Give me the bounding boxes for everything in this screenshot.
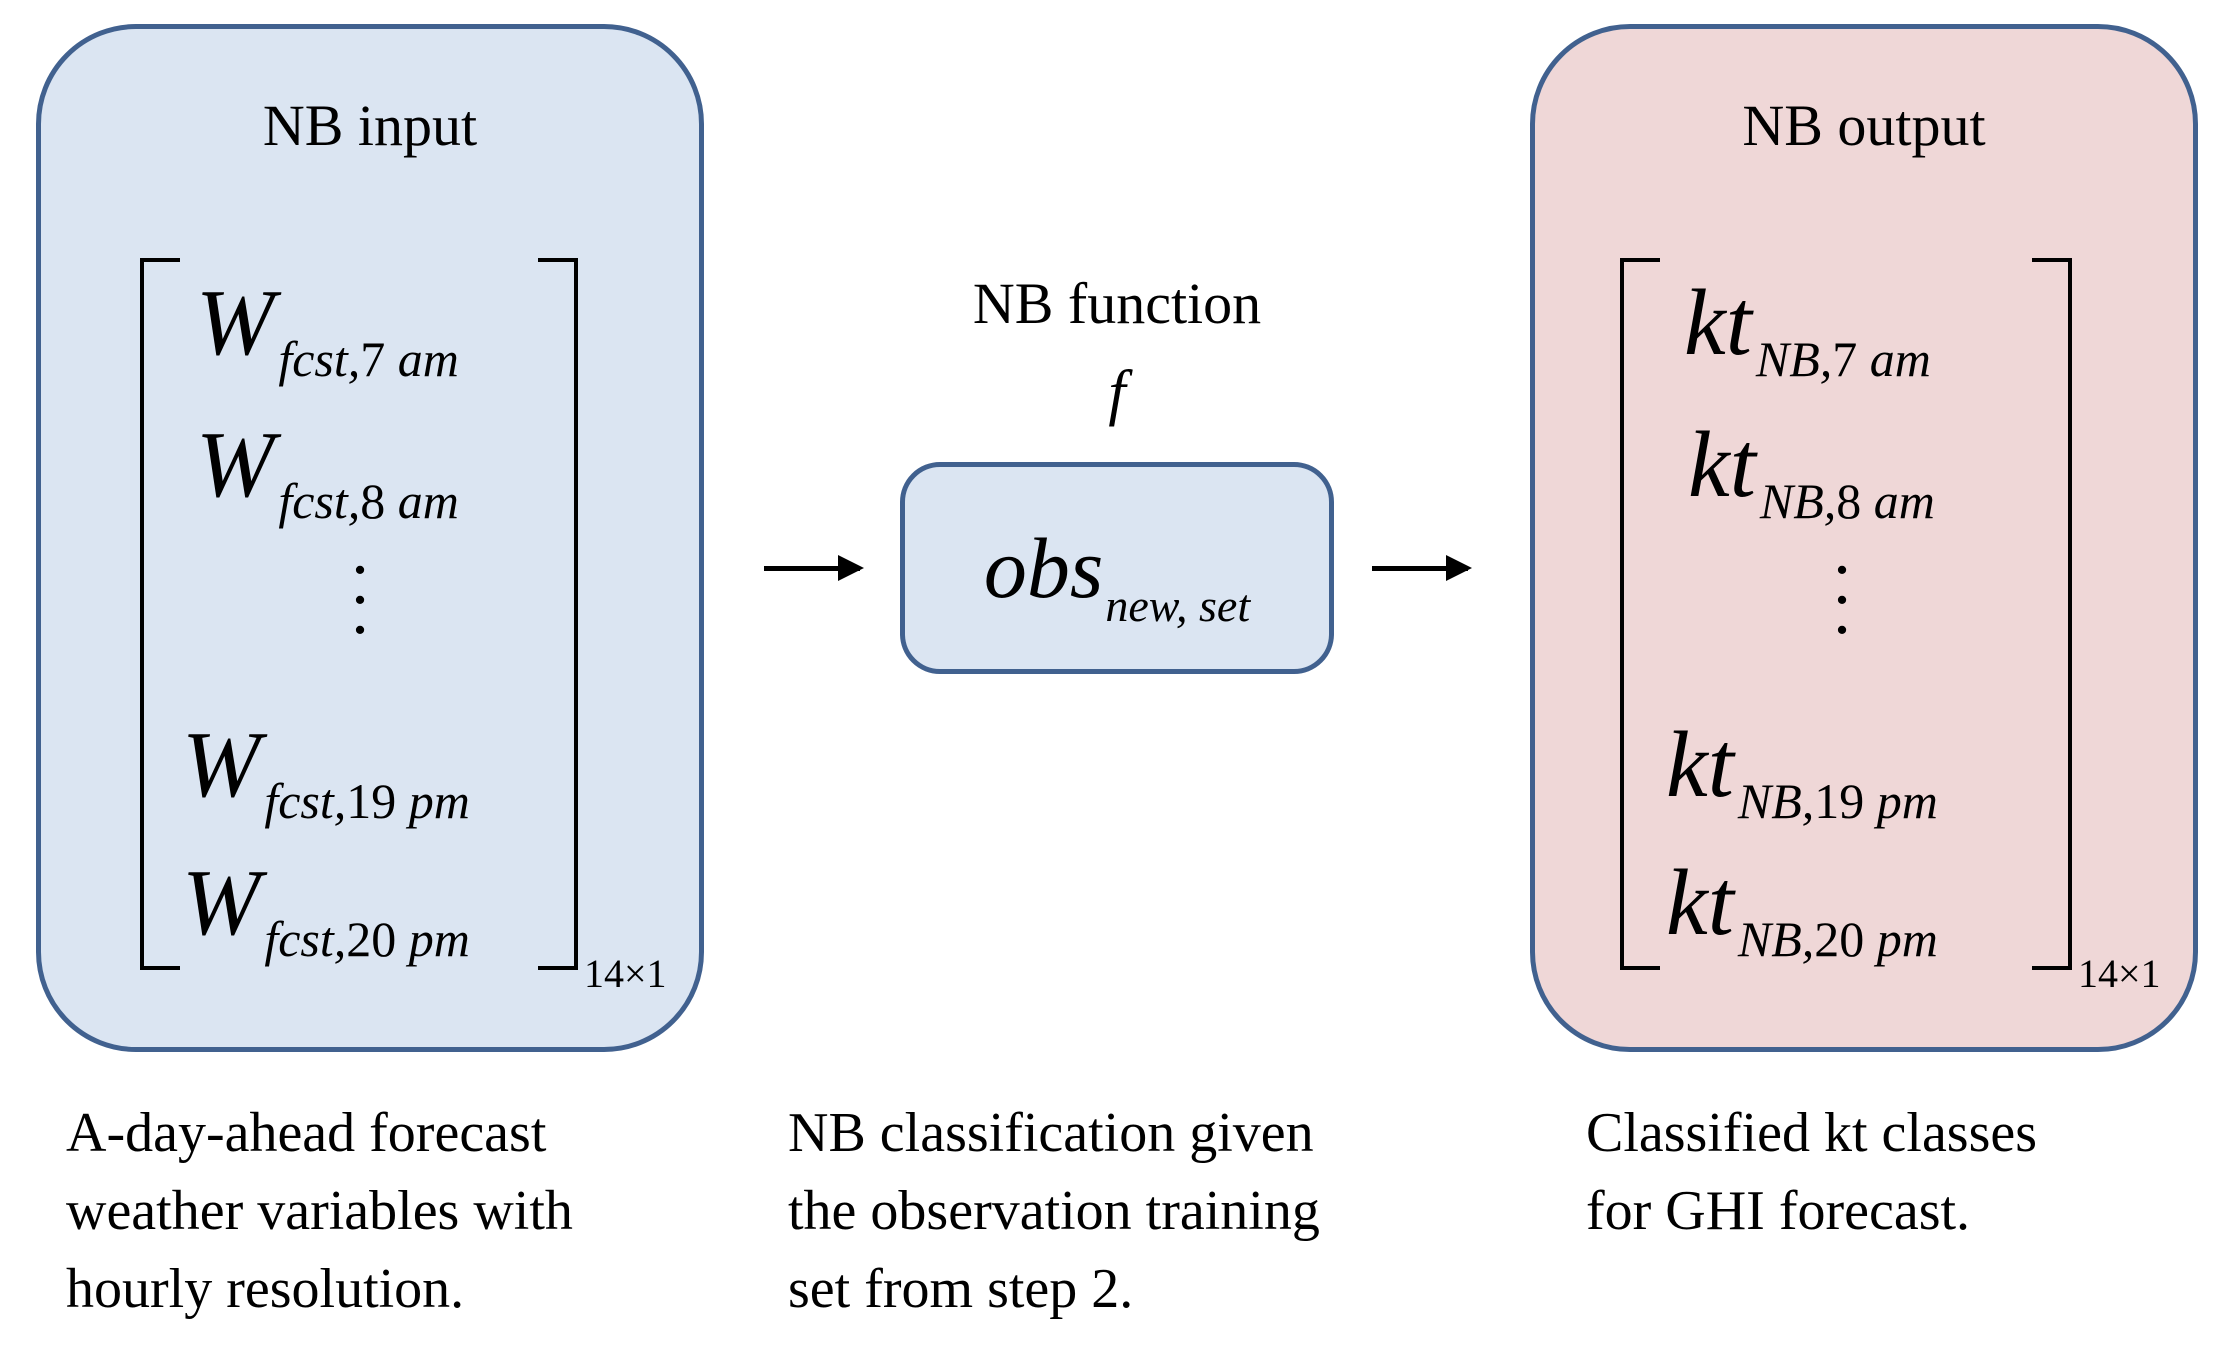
- output-ellipsis: ···: [1830, 532, 1854, 669]
- input-left-bracket: [140, 258, 180, 970]
- input-entry-8am: Wfcst,8 am: [196, 413, 459, 529]
- input-right-bracket: [538, 258, 578, 970]
- arrow-input-to-function: [764, 555, 864, 581]
- nb-input-box: [36, 24, 704, 1052]
- input-entry-19pm: Wfcst,19 pm: [182, 713, 470, 829]
- nb-output-title: NB output: [1742, 93, 1986, 158]
- observation-set-label: obsnew, set: [983, 520, 1251, 631]
- input-ellipsis: ···: [348, 532, 372, 669]
- output-left-bracket: [1620, 258, 1660, 970]
- caption-output-line-1: Classified kt classes: [1586, 1102, 2038, 1164]
- caption-input: A-day-ahead forecast weather variables w…: [66, 1094, 716, 1328]
- caption-function-line-3: set from step 2.: [788, 1258, 1134, 1320]
- nb-output-box: [1530, 24, 2198, 1052]
- caption-function: NB classification given the observation …: [788, 1094, 1456, 1328]
- nb-function-symbol: f: [1108, 359, 1126, 427]
- caption-input-line-1: A-day-ahead forecast: [66, 1102, 547, 1164]
- output-entry-19pm: ktNB,19 pm: [1666, 713, 1938, 829]
- nb-function-title: NB function: [972, 271, 1262, 336]
- caption-output: Classified kt classes for GHI forecast.: [1586, 1094, 2186, 1250]
- input-dimension: 14×1: [584, 951, 667, 996]
- caption-function-line-2: the observation training: [788, 1180, 1320, 1242]
- arrow-function-to-output: [1372, 555, 1472, 581]
- output-entry-7am: ktNB,7 am: [1684, 271, 1931, 387]
- caption-function-line-1: NB classification given: [788, 1102, 1314, 1164]
- caption-input-line-2: weather variables with: [66, 1180, 573, 1242]
- output-entry-20pm: ktNB,20 pm: [1666, 851, 1938, 967]
- output-right-bracket: [2032, 258, 2072, 970]
- caption-input-line-3: hourly resolution.: [66, 1258, 465, 1320]
- input-entry-20pm: Wfcst,20 pm: [182, 851, 470, 967]
- nb-input-title: NB input: [262, 93, 478, 158]
- output-dimension: 14×1: [2078, 951, 2161, 996]
- input-entry-7am: Wfcst,7 am: [196, 271, 459, 387]
- nb-function-box: [900, 462, 1334, 674]
- output-entry-8am: ktNB,8 am: [1688, 413, 1935, 529]
- caption-output-line-2: for GHI forecast.: [1586, 1180, 1971, 1242]
